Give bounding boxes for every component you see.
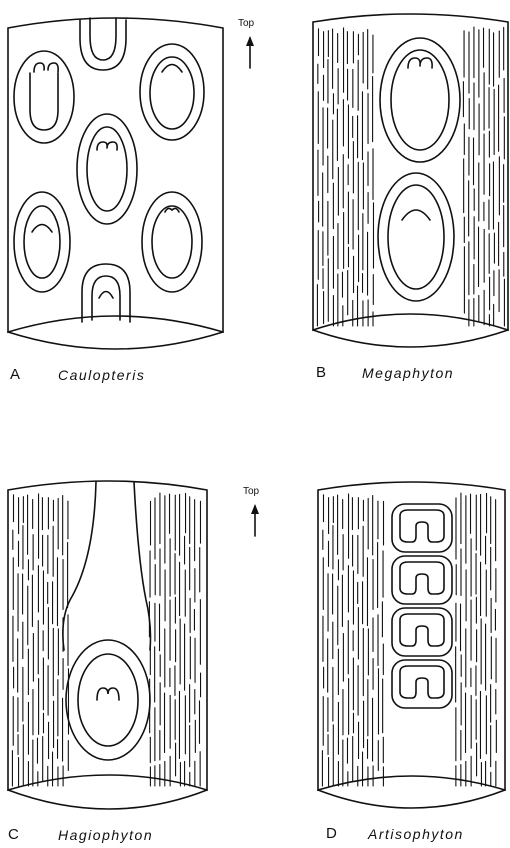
panel-d-hatching [322,493,496,786]
leaf-scar-outer [392,504,452,552]
top-label-2: Top [243,486,259,497]
top-arrow-1 [246,36,254,68]
panel-a-scar-c-outer [77,114,137,224]
panel-d-name: Artisophyton [368,826,464,842]
panel-a-trace-ul [34,63,58,72]
leaf-scar-outer [392,608,452,656]
panel-c-stem [8,481,207,809]
panel-a-trace-lr [165,208,179,212]
panel-c-scar-furrow-right [134,482,151,650]
panel-a-trace-b [99,292,113,299]
leaf-scar-inner [400,510,444,542]
panel-a-outline [8,18,223,332]
panel-c-name: Hagiophyton [58,827,153,843]
panel-a-scar-ll-inner [24,206,60,278]
panel-a-scar-b-inner [92,276,120,320]
panel-b-stem [313,14,508,347]
panel-c-trace [97,688,119,700]
top-arrow-2 [251,504,259,536]
panel-b-name: Megaphyton [362,365,454,381]
panel-a-name: Caulopteris [58,367,145,383]
panel-b-hatching [317,27,504,326]
panel-c-base-curve [8,790,207,809]
panel-b-trace-lower [402,210,430,220]
panel-a-scar-c-inner [87,127,127,211]
panel-b-scar-lower-inner [388,185,444,289]
panel-a-scar-b-outer [82,264,130,322]
panel-a-trace-c [97,142,117,150]
panel-c-letter: C [8,826,19,844]
panel-c-scar-mid [78,654,138,746]
panel-b-scar-lower-outer [378,173,454,301]
leaf-scar-outer [392,660,452,708]
leaf-scar-inner [400,562,444,594]
panel-a-stem [8,18,223,349]
panel-b-letter: B [316,364,326,382]
panel-a-base-curve [8,332,223,349]
panel-b-base-curve [313,330,508,347]
leaf-scar-inner [400,614,444,646]
panel-d-letter: D [326,825,337,843]
panel-a-trace-ur [162,65,182,73]
panel-a-letter: A [10,366,20,384]
panel-a-scar-ur-inner [150,57,194,129]
panel-a-scar-ll-outer [14,192,70,292]
leaf-scar-inner [400,666,444,698]
panel-a-scar-top-inner [90,18,116,60]
panel-b-trace-upper [408,58,432,68]
panel-a-trace-ll [32,225,52,233]
leaf-scar-outer [392,556,452,604]
panel-a-scar-lr-inner [152,206,192,278]
panel-b-scar-upper-outer [380,38,460,162]
panel-a-scar-ul-inner [30,73,58,130]
panel-a-scar-top-outer [80,20,126,70]
top-label-1: Top [238,18,254,29]
panel-d-base-curve [318,790,505,808]
panel-a-scar-lr-outer [142,192,202,292]
panel-d-stem [318,482,505,808]
panel-d-scars [392,504,452,708]
